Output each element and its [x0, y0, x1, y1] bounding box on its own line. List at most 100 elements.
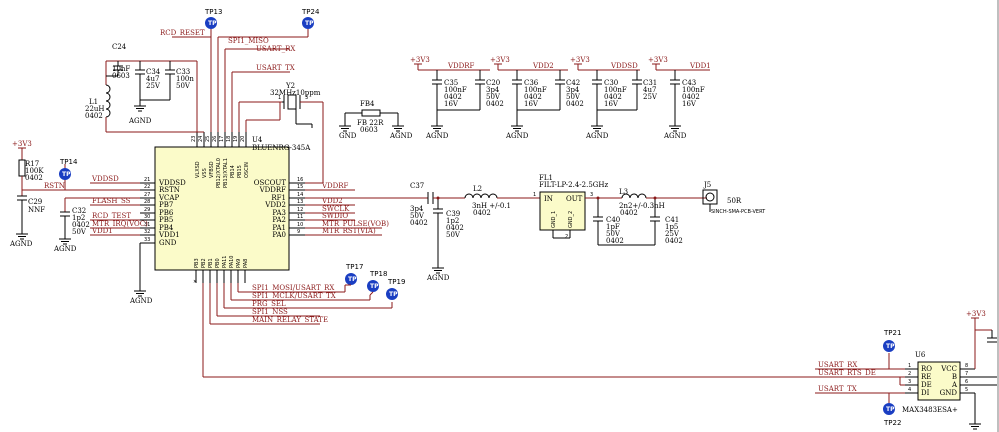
net-label: FLASH_SS [92, 197, 131, 205]
u4-pin-name: OSCOUT [254, 179, 287, 187]
comp-val: 100K [25, 167, 44, 175]
comp-ref: L3 [619, 188, 628, 196]
y2-crystal: 1 3 Y2 32MHz10ppm [238, 82, 324, 184]
testpoint-icon [386, 288, 398, 300]
comp-val: 10nF [112, 65, 130, 73]
net-label: SPI1_MISO [228, 37, 269, 45]
bottom-nets: SPI1_MOSI/USART_RX SPI1_MCLK/USART_TX PR… [202, 283, 918, 378]
u4-bottom-pins: PB3 PB2 PB1 PB0 PA11 PA10 PA9 PA8 ✕ [193, 256, 249, 285]
fb4: GND AGND FB4 FB 22R 0603 [338, 100, 413, 140]
gnd-label: AGND [53, 245, 77, 253]
tp-label: TP24 [301, 8, 320, 16]
pin-name: GND [940, 389, 958, 397]
tp22[interactable]: TP TP22 [883, 403, 901, 427]
fl1-filter: IN OUT GND_1 GND_2 FL1 FILT-LP-2.4-2.5GH… [533, 174, 622, 240]
net-label: USART_RTS_DE [818, 369, 876, 377]
net-label: MTR_IRQ(VOC) [92, 220, 148, 228]
tp18[interactable]: TP18 TP [367, 270, 387, 296]
u4-pin-num: 21 [144, 177, 150, 183]
net-label: USART_TX [256, 64, 295, 72]
left-side-nets: VDDSD RSTN FLASH_SS RCD_TEST MTR_IRQ(VOC… [22, 164, 153, 305]
net-label: RSTN [44, 182, 65, 190]
u4-part: BLUENRG-345A [252, 144, 311, 152]
testpoint-glyph: TP [62, 171, 71, 178]
u4-pin-num: 13 [297, 199, 303, 205]
net-label: VDD1 [91, 227, 113, 235]
pin-num: 7 [965, 371, 968, 377]
pin-name: A [951, 381, 958, 389]
tp13[interactable]: TP13 TP [204, 8, 222, 37]
u4-body [154, 146, 290, 271]
comp-volt: 50V [410, 212, 425, 220]
comp-val: 4u7 [643, 86, 656, 94]
comp-ref: C41 [665, 216, 679, 224]
comp-ref: C34 [146, 68, 161, 76]
comp-pkg: 0402 [604, 93, 622, 101]
comp-val: 100nF [604, 86, 627, 94]
comp-val: FB 22R [357, 119, 384, 127]
power-label: +3V3 [490, 56, 510, 64]
net-label: SPI1_MCLK/USART_TX [252, 292, 336, 300]
power-label: +3V3 [648, 56, 668, 64]
comp-val: 50R [727, 197, 742, 205]
testpoint-glyph: TP [348, 276, 357, 283]
tp24[interactable]: TP24 TP [290, 8, 320, 38]
u4-pin-name: PB7 [159, 201, 173, 209]
tp-label: TP21 [883, 329, 901, 337]
comp-ref: C20 [486, 79, 500, 87]
comp-volt: 25V [665, 230, 680, 238]
tp17[interactable]: TP17 TP [345, 263, 363, 286]
u4-pin-name: VDDRF [259, 186, 287, 194]
u4-pin-name: VFBSD [209, 161, 215, 178]
comp-pkg: 0603 [360, 126, 378, 134]
pin-name: DE [921, 381, 932, 389]
comp-val: 3p4 [486, 86, 500, 94]
comp-pkg: 0603 [112, 72, 130, 80]
testpoint-icon [883, 403, 895, 415]
gnd-label: AGND [9, 240, 33, 248]
gnd-label: AGND [389, 132, 413, 140]
comp-val: 3p4 [566, 86, 580, 94]
decoupling-bank: +3V3 VDDRF C35 100nF 0402 16V C20 3p4 50… [410, 56, 711, 140]
comp-pkg: 0402 [524, 93, 542, 101]
pin-num: 1 [278, 95, 281, 101]
power-label: +3V3 [570, 56, 590, 64]
tp-label: TP18 [369, 270, 387, 278]
comp-val: 1p5 [665, 223, 678, 231]
comp-val: 100n [176, 75, 194, 83]
u4-pin-name: PB4 [159, 224, 174, 232]
comp-ref: C29 [28, 198, 42, 206]
comp-ref: C33 [176, 68, 190, 76]
pin-num: 2 [908, 371, 911, 377]
top-nets: SPI1_MISO USART_RX USART_TX [217, 36, 295, 132]
u4-pin-name: PB12/XTAL0 [216, 158, 222, 188]
comp-val: 32MHz10ppm [270, 89, 321, 97]
u4-pin-name: VLXSD [195, 161, 201, 178]
net-label: VDDRF [321, 182, 349, 190]
comp-ref: C30 [604, 79, 618, 87]
comp-part: SINCH-SMA-PCB-VERT [711, 209, 766, 215]
pin-num: 3 [305, 95, 308, 101]
tp14[interactable]: TP14 TP [59, 158, 78, 180]
tp19[interactable]: TP19 TP [386, 278, 405, 300]
u4-right-pins: 16 15 14 13 12 11 10 9 OSCOUT VDDRF RF1 … [254, 177, 305, 239]
right-side-nets: VDDRF VDD2 SWCLK SWDIO MTR_PULSE(VOB) MT… [305, 182, 389, 236]
testpoint-icon [59, 168, 71, 180]
tp21[interactable]: TP21 TP [883, 329, 901, 352]
testpoint-glyph: TP [305, 20, 314, 27]
pin-num: 1 [908, 363, 911, 369]
comp-pkg: 0402 [410, 219, 428, 227]
gnd-label: AGND [663, 132, 687, 140]
comp-volt: 16V [444, 100, 459, 108]
comp-val: 2n2+/-0.3nH [619, 202, 665, 210]
u4-pin-num: 16 [297, 177, 303, 183]
testpoint-icon [302, 17, 314, 29]
u4-pin-num: 9 [297, 229, 300, 235]
gnd-label: AGND [505, 132, 529, 140]
u4-pin-num: 10 [297, 222, 303, 228]
testpoint-icon [205, 17, 217, 29]
comp-ref: C43 [682, 79, 696, 87]
comp-ref: R17 [25, 160, 39, 168]
pin-name: GND_1 [551, 211, 557, 228]
net-label: SWCLK [322, 205, 350, 213]
